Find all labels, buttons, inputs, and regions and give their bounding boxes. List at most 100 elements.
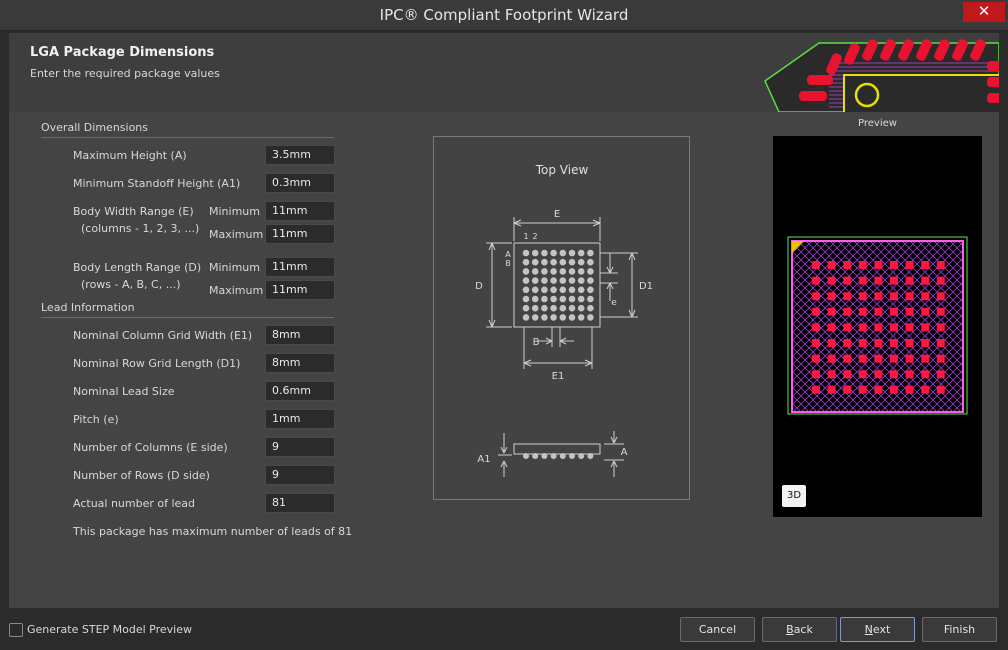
pad bbox=[921, 370, 930, 379]
next-label: ext bbox=[872, 623, 891, 636]
max-height-field[interactable]: 3.5mm bbox=[265, 145, 335, 165]
row-grid-field[interactable]: 8mm bbox=[265, 353, 335, 373]
back-label: ack bbox=[793, 623, 813, 636]
pad bbox=[843, 385, 852, 394]
pad bbox=[843, 339, 852, 347]
pad bbox=[905, 339, 914, 347]
rows-field[interactable]: 9 bbox=[265, 465, 335, 485]
ball bbox=[531, 277, 539, 284]
side-ball bbox=[550, 453, 557, 459]
ball bbox=[531, 249, 539, 257]
ball bbox=[541, 258, 548, 266]
back-button[interactable]: Back bbox=[762, 617, 837, 642]
col-1-label: 1 bbox=[523, 232, 528, 241]
ball bbox=[577, 304, 585, 312]
ball bbox=[522, 277, 530, 284]
pad bbox=[921, 307, 930, 316]
col-grid-label: Nominal Column Grid Width (E1) bbox=[73, 329, 253, 342]
overall-dimensions-heading: Overall Dimensions bbox=[41, 121, 149, 134]
pad bbox=[890, 261, 898, 269]
content-panel: Overall Dimensions Maximum Height (A) 3.… bbox=[9, 112, 999, 608]
body-length-min-field[interactable]: 11mm bbox=[265, 257, 335, 277]
pad bbox=[905, 385, 914, 394]
dim-B-label: B bbox=[533, 337, 540, 348]
pad bbox=[858, 385, 867, 394]
package-body-outline bbox=[513, 242, 601, 328]
footprint-preview[interactable]: 3D bbox=[773, 136, 982, 517]
side-ball bbox=[541, 453, 548, 459]
body-width-max-field[interactable]: 11mm bbox=[265, 224, 335, 244]
body-width-min-field[interactable]: 11mm bbox=[265, 201, 335, 221]
pad bbox=[890, 339, 898, 347]
rows-label: Number of Rows (D side) bbox=[73, 469, 210, 482]
pad bbox=[874, 261, 883, 269]
ball bbox=[559, 286, 567, 294]
next-accelerator: N bbox=[864, 623, 873, 636]
pad bbox=[827, 323, 836, 332]
lead-size-field[interactable]: 0.6mm bbox=[265, 381, 335, 401]
pad bbox=[890, 354, 898, 363]
pad bbox=[890, 323, 898, 332]
ball bbox=[577, 268, 585, 275]
min-standoff-field[interactable]: 0.3mm bbox=[265, 173, 335, 193]
pitch-label: Pitch (e) bbox=[73, 413, 119, 426]
3d-view-button[interactable]: 3D bbox=[782, 485, 806, 507]
pad bbox=[812, 307, 820, 316]
pitch-field[interactable]: 1mm bbox=[265, 409, 335, 429]
pad bbox=[936, 354, 945, 363]
cancel-button[interactable]: Cancel bbox=[680, 617, 755, 642]
ball bbox=[559, 268, 567, 275]
pad bbox=[827, 292, 836, 301]
pad bbox=[858, 339, 867, 347]
next-button[interactable]: Next bbox=[840, 617, 915, 642]
actual-leads-field[interactable]: 81 bbox=[265, 493, 335, 513]
pad-grid bbox=[812, 261, 945, 394]
ball bbox=[541, 314, 548, 321]
page-title: LGA Package Dimensions bbox=[30, 45, 215, 60]
body-width-min-label: Minimum bbox=[209, 205, 260, 218]
max-height-label: Maximum Height (A) bbox=[73, 149, 187, 162]
body-width-sublabel: (columns - 1, 2, 3, ...) bbox=[81, 222, 200, 235]
pad bbox=[843, 354, 852, 363]
section-divider bbox=[41, 317, 334, 318]
finish-button[interactable]: Finish bbox=[922, 617, 997, 642]
lead-information-heading: Lead Information bbox=[41, 301, 135, 314]
title-bar: IPC® Compliant Footprint Wizard ✕ bbox=[0, 0, 1008, 31]
columns-field[interactable]: 9 bbox=[265, 437, 335, 457]
ball bbox=[550, 268, 557, 275]
pad bbox=[812, 276, 820, 285]
pad bbox=[843, 261, 852, 269]
body-length-max-field[interactable]: 11mm bbox=[265, 280, 335, 300]
max-leads-note: This package has maximum number of leads… bbox=[73, 525, 353, 538]
body-length-min-label: Minimum bbox=[209, 261, 260, 274]
pad bbox=[858, 307, 867, 316]
pad bbox=[874, 323, 883, 332]
pad bbox=[936, 323, 945, 332]
pad bbox=[843, 370, 852, 379]
ball bbox=[522, 249, 530, 257]
pad bbox=[921, 261, 930, 269]
ball bbox=[559, 249, 567, 257]
ball bbox=[559, 295, 567, 303]
ball-grid bbox=[522, 249, 594, 321]
ball bbox=[541, 286, 548, 294]
ball bbox=[587, 277, 594, 284]
col-grid-field[interactable]: 8mm bbox=[265, 325, 335, 345]
step-preview-checkbox[interactable] bbox=[9, 623, 23, 637]
pad bbox=[921, 339, 930, 347]
close-button[interactable]: ✕ bbox=[963, 2, 1005, 22]
ball bbox=[531, 258, 539, 266]
dim-A1-label: A1 bbox=[477, 454, 490, 465]
pad bbox=[905, 276, 914, 285]
row-grid-label: Nominal Row Grid Length (D1) bbox=[73, 357, 241, 370]
pad bbox=[905, 370, 914, 379]
ball bbox=[568, 286, 576, 294]
pad bbox=[890, 385, 898, 394]
col-2-label: 2 bbox=[532, 232, 537, 241]
ball bbox=[531, 304, 539, 312]
ball bbox=[531, 286, 539, 294]
side-view-body bbox=[513, 443, 601, 455]
pad bbox=[936, 339, 945, 347]
pad bbox=[858, 292, 867, 301]
pad bbox=[936, 385, 945, 394]
